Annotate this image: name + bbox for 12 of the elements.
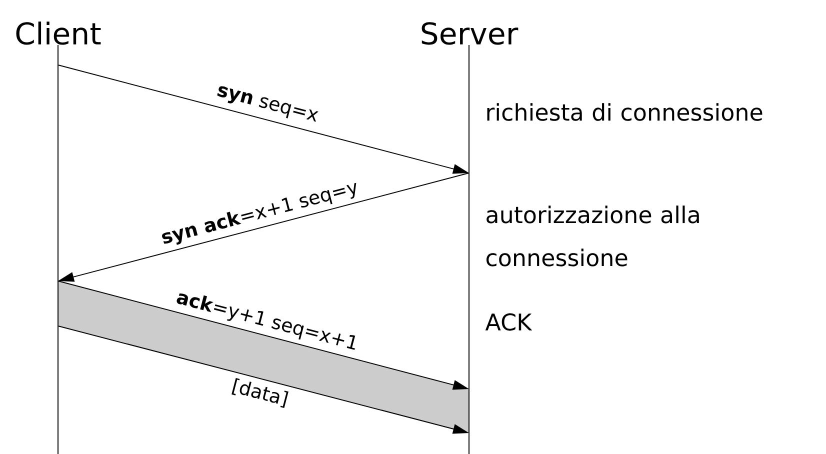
arrow [58, 172, 469, 282]
edge-label: [data] [232, 378, 288, 408]
arrow [58, 326, 469, 434]
arrow [58, 64, 469, 174]
lifeline-heading: Server [422, 22, 518, 45]
step-note: autorizzazione alla connessione [486, 206, 699, 266]
edge-label: syn seq=x [217, 86, 318, 122]
arrow [58, 280, 469, 390]
step-note: ACK [485, 313, 532, 331]
lifeline-heading: Client [16, 22, 101, 45]
step-note: richiesta di connessione [487, 103, 762, 121]
edge-label: ack=y+1 seq=x+1 [176, 293, 356, 350]
